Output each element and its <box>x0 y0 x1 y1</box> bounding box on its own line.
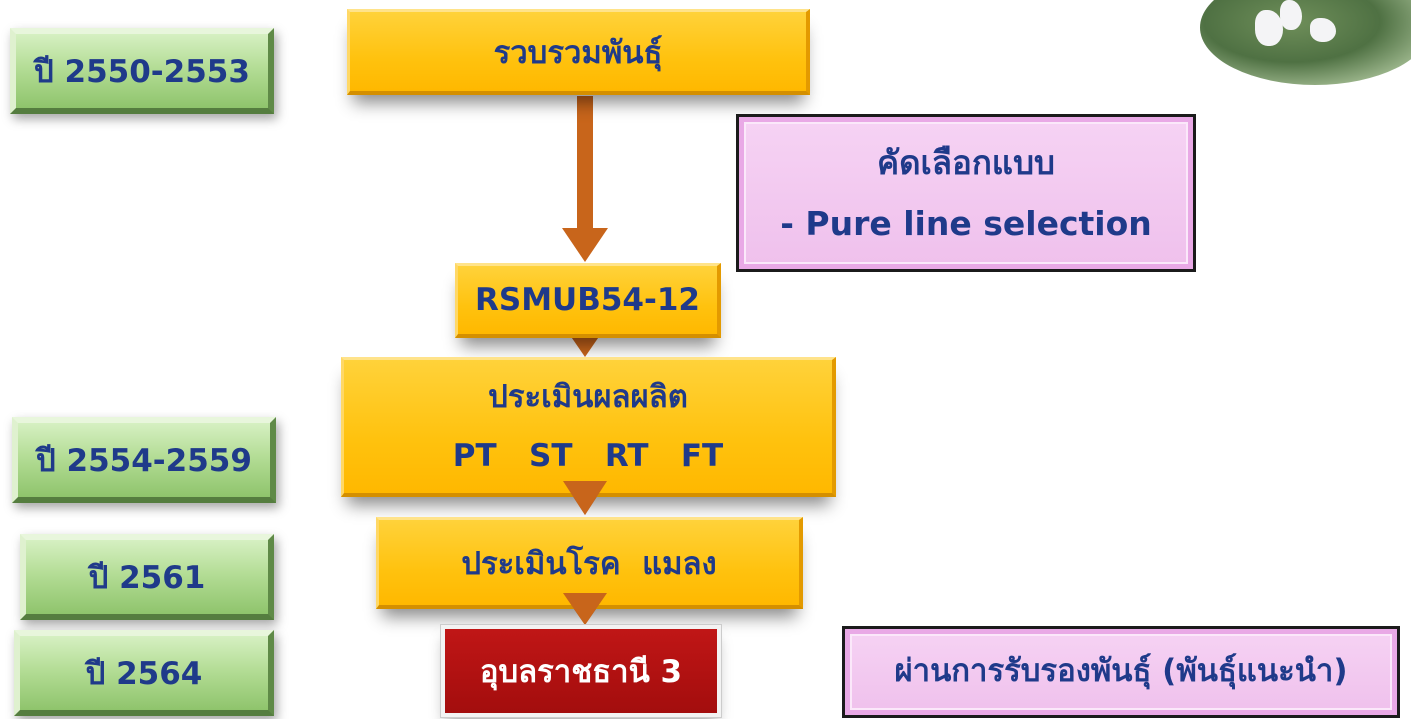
year-box-2561: ปี 2561 <box>20 534 274 620</box>
ubon-ratchathani-3-box: อุบลราชธานี 3 <box>440 624 722 718</box>
year-label: ปี 2554-2559 <box>36 443 252 479</box>
year-label: ปี 2550-2553 <box>34 54 250 90</box>
disease-insect-label: ประเมินโรค แมลง <box>461 545 717 582</box>
line-rsmub-box: RSMUB54-12 <box>455 263 721 338</box>
arrow-head-4-top <box>563 593 607 625</box>
year-box-2564: ปี 2564 <box>14 630 274 716</box>
year-box-2550-2553: ปี 2550-2553 <box>10 28 274 114</box>
selection-method-label: - Pure line selection <box>780 204 1152 243</box>
year-label: ปี 2561 <box>88 560 206 596</box>
collect-varieties-box: รวบรวมพันธุ์ <box>347 9 810 95</box>
year-box-2554-2559: ปี 2554-2559 <box>12 417 276 503</box>
certified-variety-box: ผ่านการรับรองพันธุ์ (พันธุ์แนะนำ) <box>842 626 1400 718</box>
certified-variety-label: ผ่านการรับรองพันธุ์ (พันธุ์แนะนำ) <box>894 653 1348 690</box>
yield-trials-label: PT ST RT FT <box>452 437 724 474</box>
yield-evaluation-title: ประเมินผลผลิต <box>488 378 688 415</box>
arrow-head-3-top <box>563 481 607 515</box>
selection-method-title: คัดเลือกแบบ <box>877 142 1055 182</box>
collect-varieties-label: รวบรวมพันธุ์ <box>493 34 663 71</box>
selection-method-box: คัดเลือกแบบ - Pure line selection <box>736 114 1196 272</box>
arrow-head-1 <box>562 228 608 262</box>
year-label: ปี 2564 <box>85 656 203 692</box>
line-rsmub-label: RSMUB54-12 <box>475 282 700 318</box>
arrow-shaft-1 <box>577 96 593 232</box>
ubon-ratchathani-3-label: อุบลราชธานี 3 <box>479 654 683 690</box>
